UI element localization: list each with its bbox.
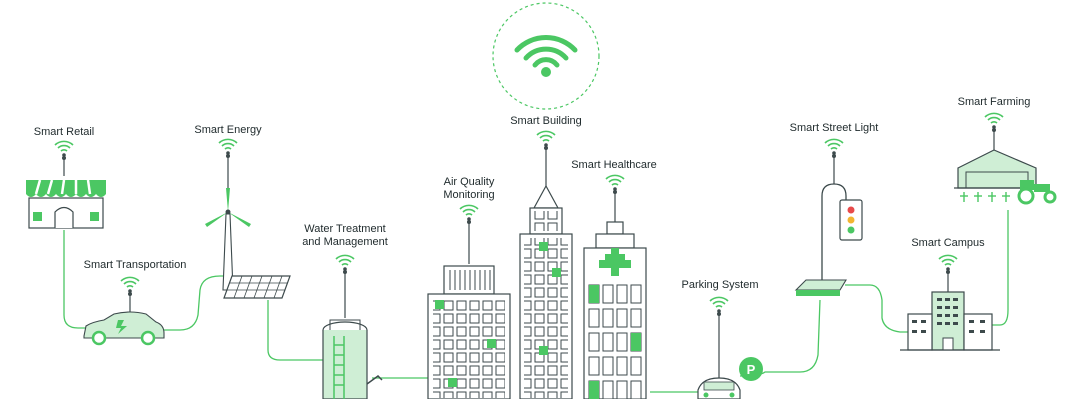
smart-healthcare-label: Smart Healthcare: [571, 159, 657, 171]
smart-campus-label: Smart Campus: [911, 237, 985, 249]
parking-sign-icon: [739, 357, 763, 381]
campus-building-icon: [900, 254, 1000, 351]
network-line: [63, 210, 1009, 393]
store-awning-icon: [26, 140, 106, 229]
smart-transportation-label: Smart Transportation: [83, 259, 187, 271]
air-quality-label-line1: Air Quality: [443, 176, 495, 188]
parking-system-label: Parking System: [681, 279, 759, 291]
smart-farming-label: Smart Farming: [957, 96, 1031, 108]
electric-car-icon: [83, 276, 165, 346]
skyscraper-icon: [519, 130, 573, 399]
hospital-icon: [583, 174, 647, 399]
parking-sign-label: P: [747, 362, 756, 377]
tractor-icon: [1017, 180, 1057, 205]
traffic-light-icon: [794, 138, 863, 296]
air-quality-label: Air Quality Monitoring: [424, 176, 514, 202]
wind-turbine-icon: [205, 138, 251, 291]
parked-car-icon: [697, 296, 741, 399]
smart-street-light-label: Smart Street Light: [789, 122, 879, 134]
water-treatment-label-line1: Water Treatment: [304, 223, 386, 235]
smart-retail-label: Smart Retail: [33, 126, 95, 138]
office-building-icon: [427, 204, 511, 399]
central-wifi-icon: [492, 2, 600, 110]
water-tank-icon: [322, 254, 383, 399]
smart-energy-label: Smart Energy: [194, 124, 262, 136]
water-treatment-label: Water Treatment and Management: [290, 223, 400, 249]
water-treatment-label-line2: and Management: [302, 236, 388, 248]
smart-building-label: Smart Building: [510, 115, 582, 127]
air-quality-label-line2: Monitoring: [443, 189, 495, 201]
solar-panel-icon: [223, 275, 291, 299]
